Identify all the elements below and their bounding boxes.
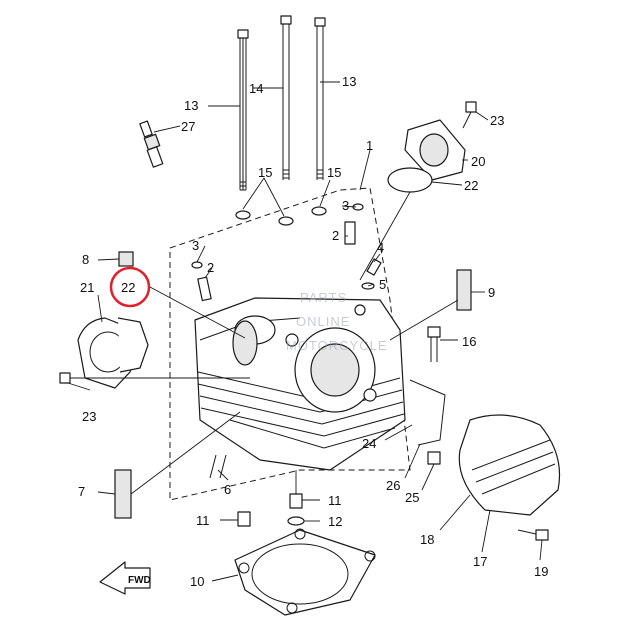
callout-15-right: 15	[327, 165, 341, 180]
washer-15-mid	[278, 216, 294, 226]
callout-23-top: 23	[490, 113, 504, 128]
svg-text:MOTORCYCLE: MOTORCYCLE	[286, 338, 388, 353]
callout-5: 5	[379, 277, 386, 292]
valve-assembly-left	[191, 261, 212, 302]
callout-22-top: 22	[464, 178, 478, 193]
callout-25: 25	[405, 490, 419, 505]
bolt-23-top	[462, 101, 477, 129]
callout-9: 9	[488, 285, 495, 300]
callout-11-right: 11	[328, 493, 342, 508]
callout-24: 24	[362, 436, 376, 451]
stud-6	[209, 454, 227, 479]
callout-2-left: 2	[207, 260, 214, 275]
callout-8: 8	[82, 252, 89, 267]
cylinder-head-cover-18	[458, 414, 561, 516]
cylinder-head	[194, 297, 406, 471]
callout-13-left: 13	[184, 98, 198, 113]
callout-18: 18	[420, 532, 434, 547]
spark-plug-27	[139, 120, 164, 168]
cap-25	[427, 451, 441, 465]
callout-3-left: 3	[192, 238, 199, 253]
callout-16: 16	[462, 334, 476, 349]
callout-20: 20	[471, 154, 485, 169]
dowel-9	[456, 269, 472, 311]
callout-6: 6	[224, 482, 231, 497]
intake-manifold-20	[404, 119, 466, 181]
callout-21: 21	[80, 280, 94, 295]
callout-15-left: 15	[258, 165, 272, 180]
callouts: 1 2 2 3 3 4 5 6 7 8 9 10 11 11 12 13 13 …	[78, 74, 548, 589]
callout-19: 19	[534, 564, 548, 579]
callout-10: 10	[190, 574, 204, 589]
assembly-boundary	[169, 187, 411, 501]
watermark: PARTS ONLINE MOTORCYCLE	[286, 290, 388, 353]
dowel-11-right	[289, 493, 303, 509]
callout-1: 1	[366, 138, 373, 153]
forward-direction-arrow: FWD	[99, 561, 151, 595]
valve-assembly-right	[344, 203, 382, 290]
head-bolt-14	[280, 15, 292, 180]
callout-4: 4	[377, 240, 384, 255]
svg-text:PARTS: PARTS	[300, 290, 347, 305]
svg-text:ONLINE: ONLINE	[296, 314, 350, 329]
callout-17: 17	[473, 554, 487, 569]
bolt-16	[427, 326, 441, 362]
callout-3-right: 3	[342, 198, 349, 213]
highlight-ring-22	[109, 266, 151, 308]
dowel-7	[114, 469, 132, 519]
gasket-22-top	[387, 167, 433, 193]
callout-14: 14	[249, 81, 263, 96]
o-ring-12	[287, 516, 305, 526]
head-bolt-13-right	[314, 17, 326, 180]
callout-27: 27	[181, 119, 195, 134]
dowel-pipe-8	[118, 251, 134, 267]
callout-23-left: 23	[82, 409, 96, 424]
callout-11-left: 11	[196, 513, 210, 528]
leader-lines	[67, 81, 543, 582]
washer-15-right	[311, 206, 327, 216]
washer-15-left	[235, 210, 251, 220]
gasket-22-left	[117, 317, 149, 373]
callout-26: 26	[386, 478, 400, 493]
gasket-24	[409, 379, 446, 446]
bolt-19	[517, 529, 549, 541]
callout-22-highlighted: 22	[121, 280, 135, 295]
callout-2-right: 2	[332, 228, 339, 243]
cylinder-head-gasket-10	[234, 528, 376, 616]
callout-13-right: 13	[342, 74, 356, 89]
callout-12: 12	[328, 514, 342, 529]
fwd-label: FWD	[128, 575, 151, 586]
callout-7: 7	[78, 484, 85, 499]
bolt-23-left	[59, 372, 100, 384]
dowel-11-left	[237, 511, 251, 527]
head-bolt-13-left	[237, 29, 249, 191]
